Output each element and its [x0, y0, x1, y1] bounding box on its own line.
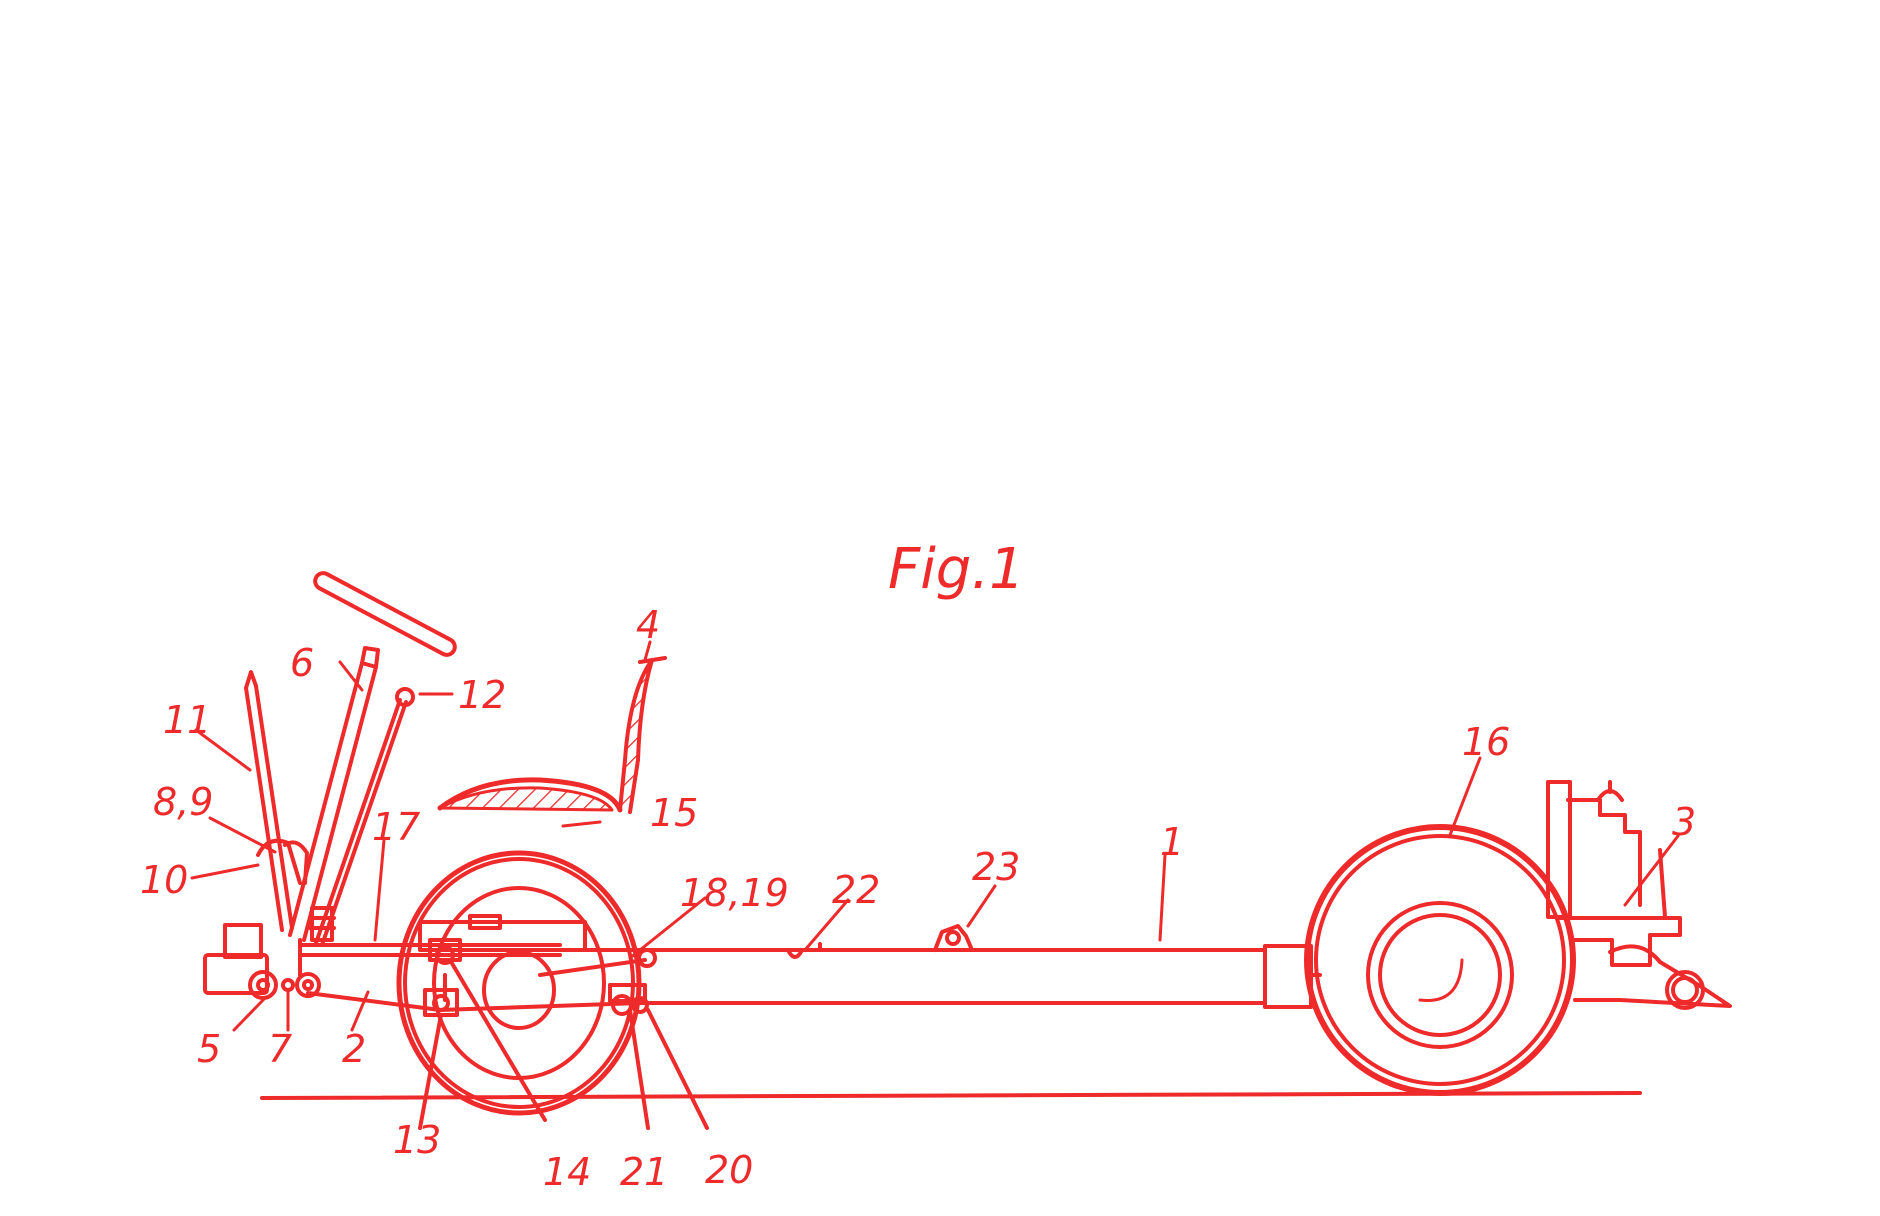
seat-4 — [437, 656, 667, 814]
label-5: 5 — [197, 1027, 221, 1071]
label-17: 17 — [372, 805, 420, 849]
label-7: 7 — [268, 1027, 292, 1071]
rear-assembly-3 — [1546, 780, 1732, 1010]
lever-11 — [244, 670, 294, 932]
label-12: 12 — [458, 673, 506, 717]
label-14: 14 — [543, 1150, 591, 1194]
label-group: Fig.1 1 2 3 4 5 6 7 8,9 10 11 12 13 14 1… — [140, 537, 1696, 1194]
label-13: 13 — [393, 1118, 441, 1162]
rear-wheel-16 — [1304, 824, 1576, 1096]
label-1: 1 — [1160, 820, 1184, 864]
label-8-9: 8,9 — [153, 780, 213, 824]
label-15: 15 — [650, 791, 698, 835]
label-11: 11 — [163, 698, 211, 742]
label-20: 20 — [705, 1148, 753, 1192]
label-3: 3 — [1672, 800, 1696, 844]
label-16: 16 — [1462, 720, 1510, 764]
label-18-19: 18,19 — [680, 871, 789, 915]
label-6: 6 — [290, 641, 314, 685]
vehicle-figure — [190, 571, 1732, 1130]
label-22: 22 — [832, 868, 880, 912]
label-10: 10 — [140, 858, 188, 902]
frame-1 — [558, 942, 1322, 1009]
label-4: 4 — [636, 603, 660, 647]
label-23: 23 — [972, 845, 1020, 889]
control-rod — [314, 687, 415, 947]
leader-lines — [190, 640, 1680, 1032]
label-2: 2 — [342, 1027, 366, 1071]
linkage — [538, 948, 709, 1130]
pedal-assembly — [256, 838, 336, 942]
pivot-assembly — [203, 923, 321, 1000]
ground-line — [260, 1091, 1642, 1100]
steering-assembly — [288, 571, 457, 942]
label-21: 21 — [620, 1150, 668, 1194]
figure-title: Fig.1 — [888, 537, 1025, 602]
drive-unit — [418, 914, 587, 1130]
mount-23 — [933, 924, 974, 952]
